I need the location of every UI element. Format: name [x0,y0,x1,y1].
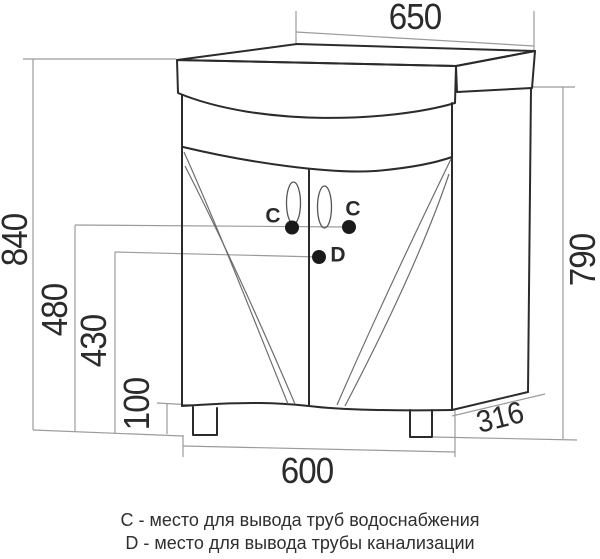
body-side-bottom-edge [451,391,529,411]
countertop-top-face [176,43,536,67]
legend-line-d: D - место для вывода трубы канализации [125,533,475,553]
dimension-drain-outlet-height-label: 430 [73,314,114,368]
dimension-lines [23,11,578,457]
legend-line-c: C - место для вывода труб водоснабжения [120,510,480,530]
marker-dot-c-right [342,220,356,234]
marker-dot-c-left [285,220,299,235]
handle-left [285,181,302,225]
countertop-right-face [455,50,536,93]
marker-dot-d [312,250,326,264]
handle-right [316,185,333,229]
marker-d-label: D [330,243,346,267]
dimension-body-height-label: 790 [562,233,600,287]
dimension-cabinet-width-label: 600 [280,450,334,491]
cabinet-outline [176,43,536,438]
leg-front-right [409,409,433,438]
body-front-bottom-edge [181,401,453,412]
body-back-right-edge [527,87,532,393]
dimension-overall-height-label: 840 [0,213,35,267]
door-decor-curves [183,151,452,407]
leg-front-left [192,406,218,436]
marker-dots [285,220,356,264]
dimension-top-width-label: 650 [388,0,442,37]
door-top-edge [182,146,453,173]
countertop-front-face [176,59,457,119]
dimension-leg-height-label: 100 [116,377,157,431]
marker-c-right-label: C [345,197,361,221]
legend: C - место для вывода труб водоснабжения … [0,509,600,555]
marker-c-left-label: C [265,204,281,228]
dimension-water-outlet-height-label: 480 [34,283,75,337]
